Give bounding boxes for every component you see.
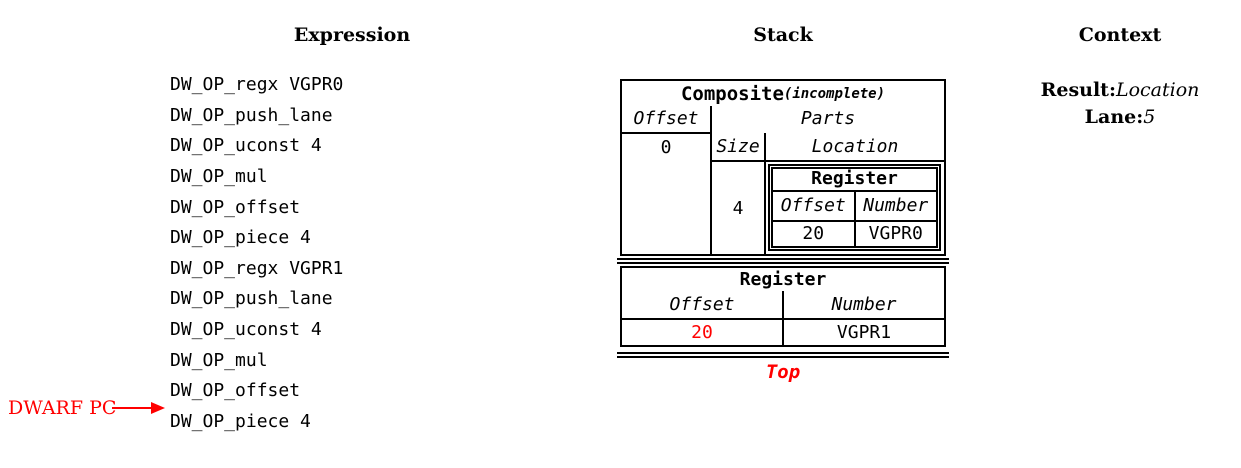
expression-op: DW_OP_mul xyxy=(170,349,268,371)
context-result-line: Result:Location xyxy=(1020,77,1220,104)
expression-op: DW_OP_piece 4 xyxy=(170,227,311,249)
nested-register-inner: Register Offset Number 20 VGPR0 xyxy=(771,167,938,248)
dwarf-pc-label: DWARF PC xyxy=(8,397,117,419)
composite-body: Offset 0 Parts Size Location 4 xyxy=(622,106,944,254)
register-values-row: 20 VGPR1 xyxy=(622,320,944,345)
context-block: Result:Location Lane:5 xyxy=(1020,77,1220,131)
stack-top-label: Top xyxy=(765,361,801,383)
composite-offset-label: Offset xyxy=(622,106,710,134)
expression-op: DW_OP_push_lane xyxy=(170,104,333,126)
context-lane-line: Lane:5 xyxy=(1020,104,1220,131)
expression-list: DW_OP_regx VGPR0 DW_OP_push_lane DW_OP_u… xyxy=(170,70,343,438)
context-column-header: Context xyxy=(1078,24,1162,46)
parts-body-row: 4 Register Offset Number xyxy=(712,162,944,254)
stack-entry-composite: Composite(incomplete) Offset 0 Parts Siz… xyxy=(620,79,946,256)
nested-register-title: Register xyxy=(773,169,936,192)
arrow-shaft xyxy=(112,407,152,409)
lane-value: 5 xyxy=(1143,106,1156,128)
expression-op: DW_OP_piece 4 xyxy=(170,411,311,433)
part-location-label: Location xyxy=(811,136,899,157)
expression-op: DW_OP_regx VGPR1 xyxy=(170,257,344,279)
dwarf-pc-arrow-icon xyxy=(112,402,165,414)
register-title: Register xyxy=(739,269,827,290)
parts-header-row: Size Location xyxy=(712,133,944,162)
result-value: Location xyxy=(1115,79,1200,101)
composite-qualifier: (incomplete) xyxy=(783,85,886,102)
composite-offset-value: 0 xyxy=(660,137,672,158)
stack-entry-separator xyxy=(617,258,949,264)
arrow-head xyxy=(151,402,165,414)
nested-register-table: Register Offset Number 20 VGPR0 xyxy=(768,164,941,251)
register-offset-value: 20 xyxy=(622,320,784,345)
composite-parts-label: Parts xyxy=(800,108,856,129)
stack-column-header: Stack xyxy=(753,24,813,46)
result-label: Result: xyxy=(1040,79,1116,101)
composite-parts-column: Parts Size Location 4 Register xyxy=(712,106,944,254)
nested-register-values-row: 20 VGPR0 xyxy=(773,222,936,246)
expression-column-header: Expression xyxy=(293,24,411,46)
expression-op: DW_OP_regx VGPR0 xyxy=(170,74,344,95)
register-offset-label: Offset xyxy=(622,291,784,318)
nested-register-offset-value: 20 xyxy=(773,222,856,246)
expression-op: DW_OP_mul xyxy=(170,165,268,187)
nested-register-number-value: VGPR0 xyxy=(868,223,923,244)
nested-register-header-row: Offset Number xyxy=(773,192,936,222)
part-size-value: 4 xyxy=(712,162,766,254)
stack-top-separator xyxy=(617,352,949,358)
register-number-label: Number xyxy=(831,294,897,315)
stack-entry-register: Register Offset Number 20 VGPR1 xyxy=(620,266,946,347)
composite-offset-column: Offset 0 xyxy=(622,106,712,254)
expression-op: DW_OP_push_lane xyxy=(170,288,333,310)
register-header-row: Offset Number xyxy=(622,291,944,320)
part-location-cell: Register Offset Number 20 VGPR0 xyxy=(766,162,944,254)
nested-register-offset-label: Offset xyxy=(773,192,856,220)
composite-title: Composite xyxy=(680,82,784,105)
register-number-value: VGPR1 xyxy=(836,322,892,343)
nested-register-number-label: Number xyxy=(863,195,929,216)
lane-label: Lane: xyxy=(1084,106,1144,128)
expression-op: DW_OP_uconst 4 xyxy=(170,319,322,341)
part-size-label: Size xyxy=(712,133,766,160)
stack-column: Composite(incomplete) Offset 0 Parts Siz… xyxy=(617,79,949,383)
expression-op: DW_OP_uconst 4 xyxy=(170,135,322,157)
expression-op: DW_OP_offset xyxy=(170,196,301,218)
composite-header: Composite(incomplete) xyxy=(622,81,944,106)
expression-op: DW_OP_offset xyxy=(170,380,301,402)
